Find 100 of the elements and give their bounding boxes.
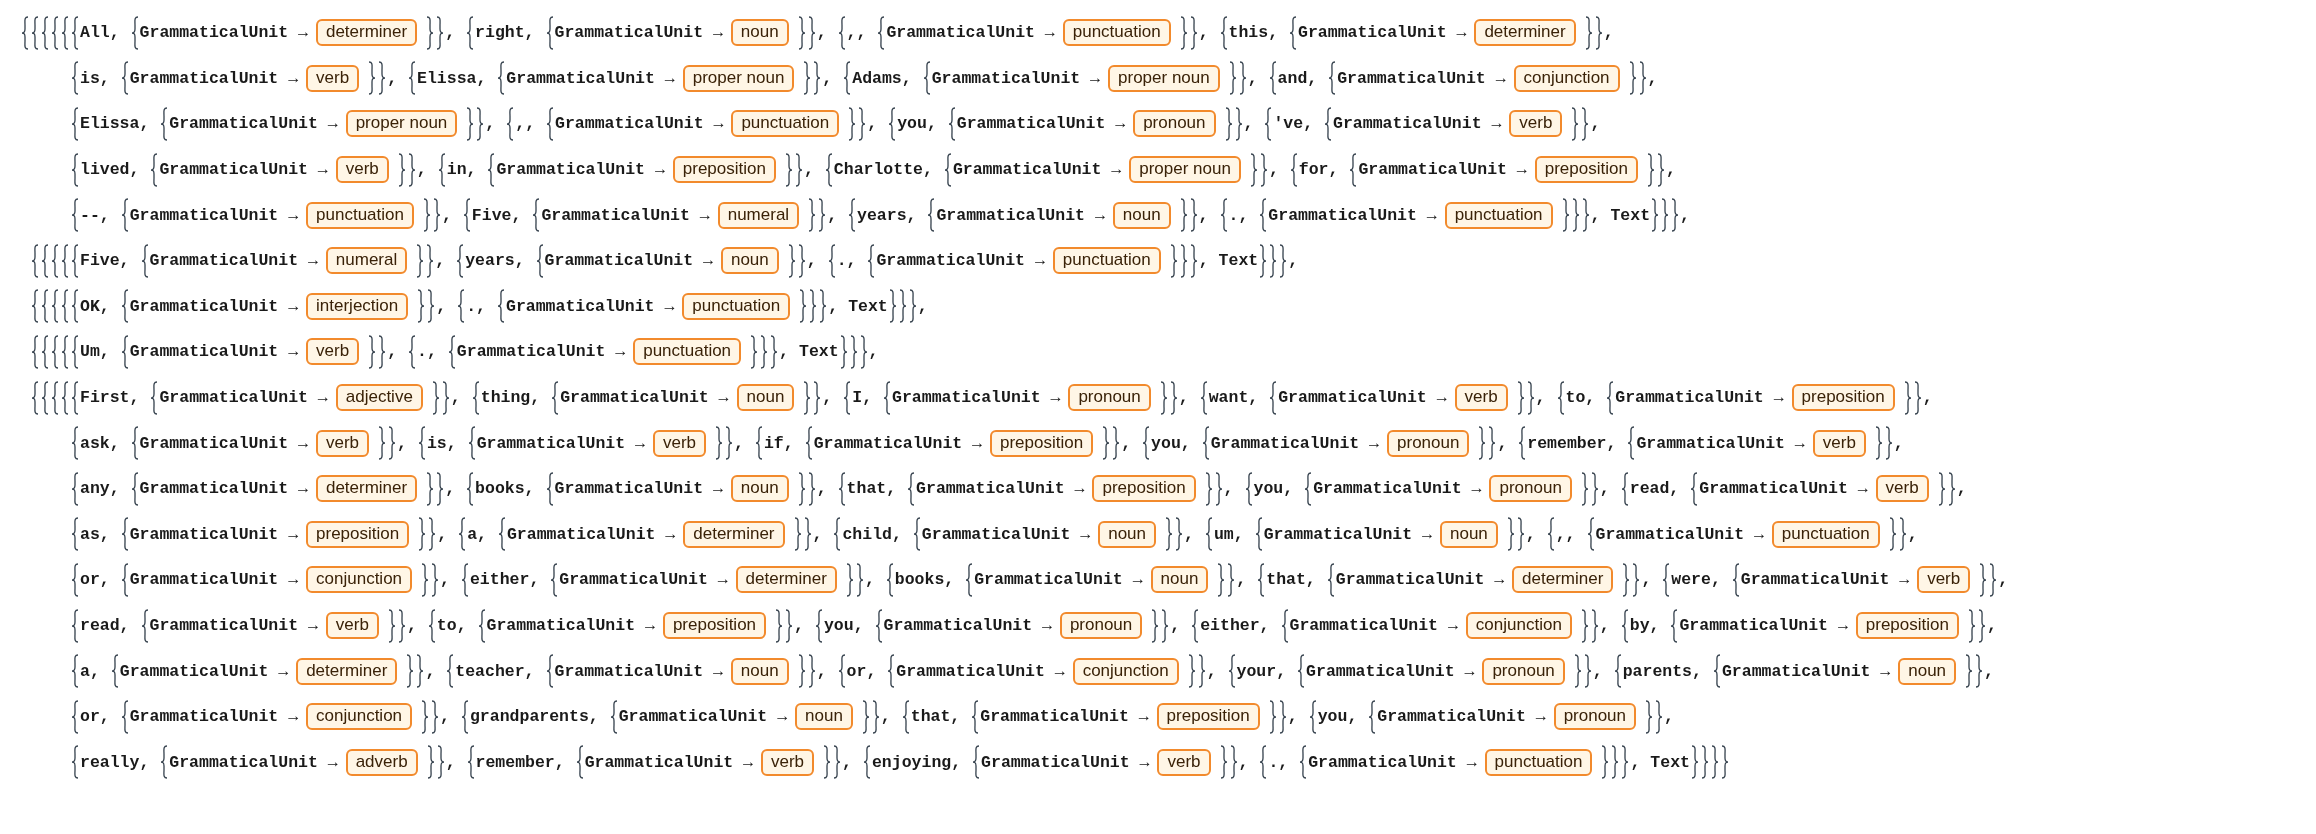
rule-key: GrammaticalUnit → <box>169 752 338 772</box>
list-separator: , <box>806 251 817 271</box>
list-separator: , <box>1198 23 1209 43</box>
pos-tag: numeral <box>717 201 800 229</box>
rule-key: GrammaticalUnit → <box>883 616 1052 635</box>
list-separator: , <box>1497 433 1508 453</box>
list-separator: , <box>867 114 878 134</box>
list-separator: , <box>734 433 744 453</box>
rule-key: GrammaticalUnit → <box>1308 752 1477 772</box>
pos-tag: noun <box>1439 520 1498 548</box>
pos-tag: verb <box>652 429 707 457</box>
rule-key: GrammaticalUnit → <box>931 68 1100 88</box>
word-token: Charlotte, <box>833 160 933 180</box>
list-separator: , <box>1247 68 1258 88</box>
pos-tag: verb <box>761 748 815 776</box>
word-token: right, <box>475 23 535 43</box>
rule-key: GrammaticalUnit → <box>129 707 299 727</box>
pos-tag: preposition <box>662 612 767 639</box>
rule-key: GrammaticalUnit → <box>584 752 753 772</box>
list-separator: , <box>1223 479 1234 499</box>
list-separator: , <box>1206 661 1217 681</box>
rule-key: GrammaticalUnit → <box>119 661 289 681</box>
pos-tag: pronoun <box>1133 110 1216 138</box>
pos-tag: determiner <box>296 657 398 685</box>
word-token: ., <box>1268 752 1289 772</box>
word-token: years, <box>465 251 525 271</box>
rule-key: GrammaticalUnit → <box>554 23 723 43</box>
pos-tag: noun <box>736 384 795 412</box>
rule-key: GrammaticalUnit → <box>129 68 299 88</box>
word-token: want, <box>1208 388 1259 408</box>
list-separator: , <box>1178 388 1189 408</box>
rule-key: GrammaticalUnit → <box>554 661 723 681</box>
list-separator: , <box>822 388 833 408</box>
word-token: Elissa, <box>417 68 487 88</box>
rule-key: GrammaticalUnit → <box>554 479 723 499</box>
list-separator: , <box>387 68 398 88</box>
word-token: either, <box>469 570 540 590</box>
rule-key: GrammaticalUnit → <box>139 479 308 499</box>
list-separator: , <box>1641 570 1652 590</box>
rule-key: GrammaticalUnit → <box>129 342 299 362</box>
rule-key: GrammaticalUnit → <box>129 296 299 316</box>
word-token: Adams, <box>852 68 912 88</box>
list-separator: , <box>436 296 447 316</box>
pos-tag: proper noun <box>1108 64 1220 92</box>
pos-tag: preposition <box>1156 703 1260 731</box>
pos-tag: conjunction <box>1513 64 1620 92</box>
list-separator: , <box>822 68 833 88</box>
word-token: Five, <box>471 205 522 225</box>
rule-key: GrammaticalUnit → <box>149 251 318 271</box>
word-token: lived, <box>80 160 140 180</box>
word-token: child, <box>842 524 902 544</box>
pos-tag: verb <box>1875 475 1929 503</box>
rule-key: GrammaticalUnit → <box>1740 570 1910 590</box>
pos-tag: noun <box>720 247 779 275</box>
list-separator: , <box>1986 616 1997 635</box>
word-token: um, <box>1213 524 1244 544</box>
pos-tag: preposition <box>306 520 410 548</box>
list-separator: , <box>445 479 456 499</box>
pos-tag: conjunction <box>1072 657 1179 685</box>
word-token: or, <box>80 707 110 727</box>
word-token: you, <box>897 114 937 134</box>
rule-key: GrammaticalUnit → <box>129 570 299 590</box>
list-separator: , <box>406 616 417 635</box>
list-separator: , <box>485 114 496 134</box>
pos-tag: proper noun <box>1129 156 1241 184</box>
word-token: Five, <box>80 251 130 271</box>
rule-key: GrammaticalUnit → <box>496 160 665 180</box>
pos-tag: punctuation <box>1771 520 1880 548</box>
pos-tag: verb <box>1157 748 1211 776</box>
word-token: or, <box>80 570 110 590</box>
list-separator: , <box>1236 570 1247 590</box>
head-symbol: Text <box>848 296 888 316</box>
pos-tag: pronoun <box>1059 612 1143 639</box>
pos-tag: interjection <box>306 292 409 320</box>
list-separator: , <box>397 433 407 453</box>
pos-tag: noun <box>1898 657 1957 685</box>
word-token: ., <box>836 251 857 271</box>
rule-key: GrammaticalUnit → <box>974 570 1143 590</box>
rule-key: GrammaticalUnit → <box>896 661 1065 681</box>
word-token: you, <box>823 616 864 635</box>
list-separator: , <box>441 205 452 225</box>
list-separator: , <box>1287 707 1298 727</box>
rule-key: GrammaticalUnit → <box>169 114 338 134</box>
list-separator: , <box>864 570 875 590</box>
word-token: read, <box>1629 479 1680 499</box>
pos-tag: conjunction <box>306 566 413 594</box>
rule-key: GrammaticalUnit → <box>139 433 308 453</box>
list-separator: , <box>445 752 456 772</box>
word-token: ask, <box>80 433 120 453</box>
pos-tag: numeral <box>325 247 408 275</box>
rule-key: GrammaticalUnit → <box>980 707 1149 727</box>
rule-key: GrammaticalUnit → <box>149 616 318 635</box>
list-separator: , <box>435 251 446 271</box>
list-separator: , <box>1664 707 1674 727</box>
word-token: were, <box>1671 570 1721 590</box>
word-token: grandparents, <box>469 707 599 727</box>
word-token: OK, <box>80 296 110 316</box>
word-token: teacher, <box>455 661 535 681</box>
word-token: Elissa, <box>80 114 150 134</box>
rule-key: GrammaticalUnit → <box>618 707 788 727</box>
